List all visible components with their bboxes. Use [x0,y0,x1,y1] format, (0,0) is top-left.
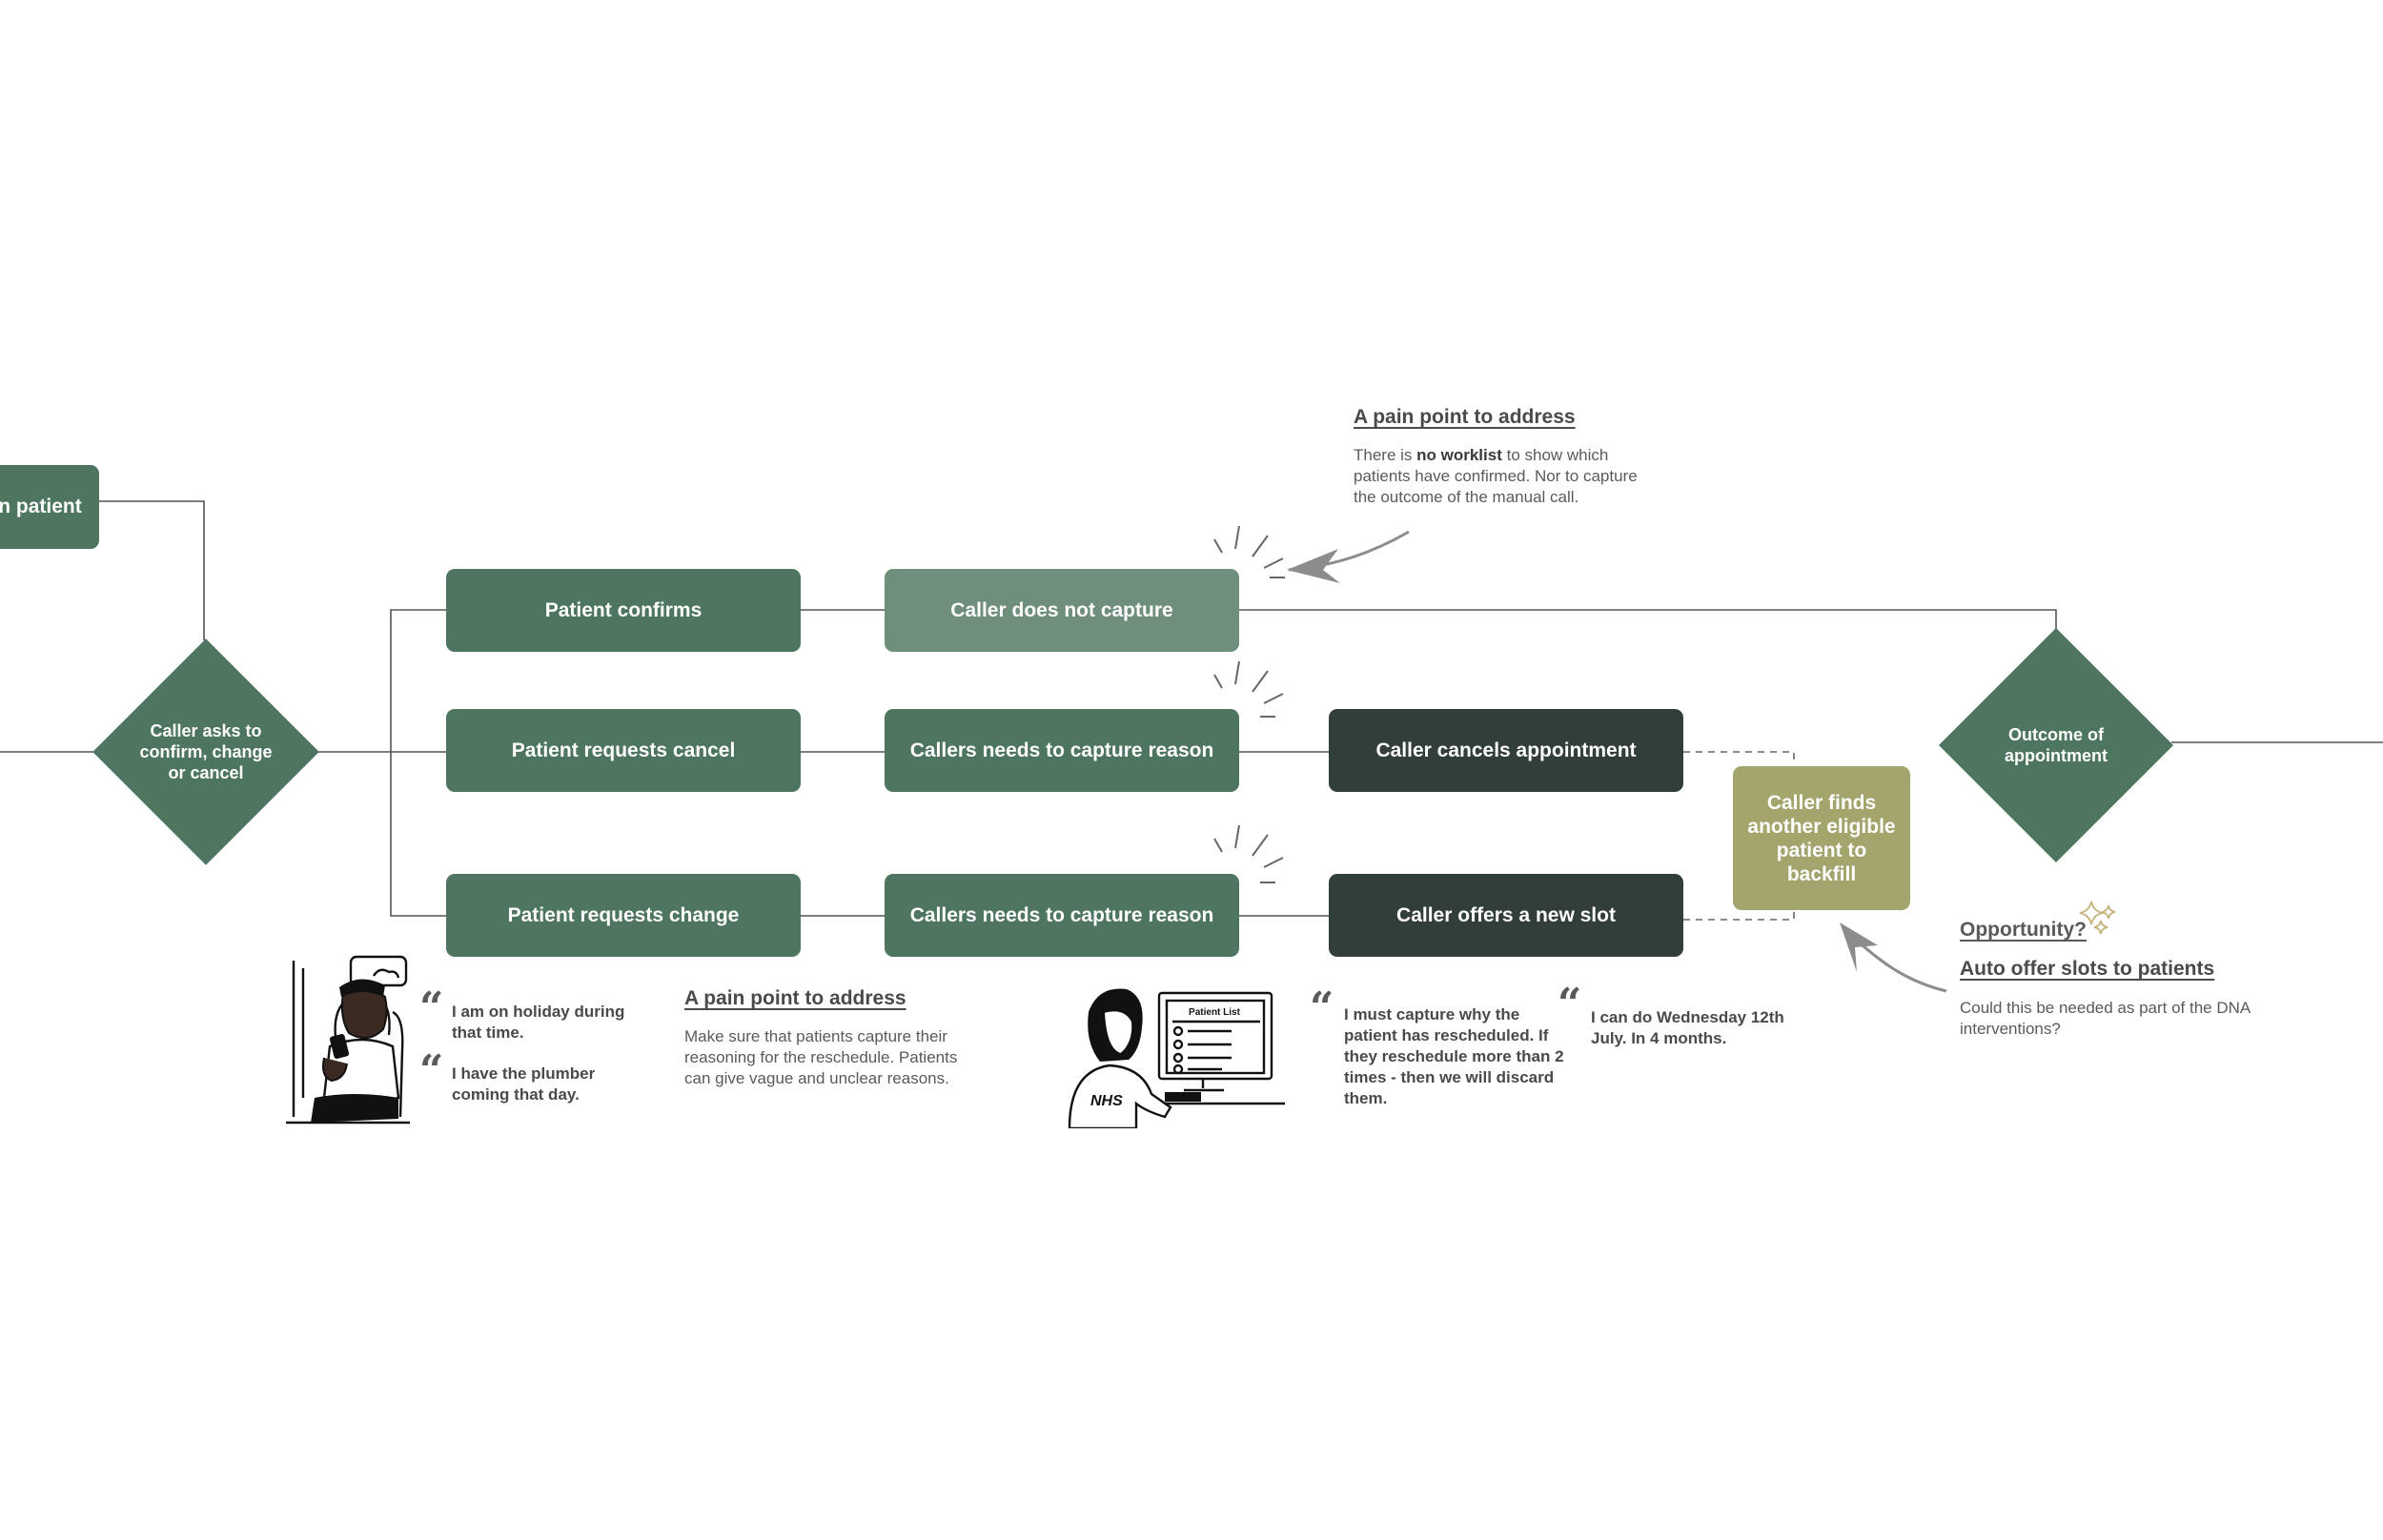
patient-requests-change-label: Patient requests change [507,903,740,926]
capture-reason-change-label: Callers needs to capture reason [909,903,1214,926]
backfill-label: Caller finds another eligible patient to… [1747,791,1896,885]
backfill-node: Caller finds another eligible patient to… [1733,766,1910,910]
opportunity-title: Auto offer slots to patients [1960,958,2215,980]
pain-point-top-title: A pain point to address [1354,406,1576,428]
screen-title: Patient List [1189,1007,1241,1018]
arrow-icon [1840,922,1947,993]
entry-patient-node: n patient [0,465,99,549]
pain-point-top-body: There is no worklist to show which patie… [1354,446,1638,506]
pain-point-bottom-title: A pain point to address [684,987,906,1009]
patient-quote-2: I have the plumber coming that day. [452,1064,596,1104]
capture-reason-cancel-label: Callers needs to capture reason [909,739,1214,761]
alert-burst-icon [1213,824,1284,883]
quote-mark-icon: “ [419,983,444,1032]
caller-offers-slot-label: Caller offers a new slot [1396,903,1616,926]
caller-cancels-node: Caller cancels appointment [1329,709,1683,792]
patient-confirms-node: Patient confirms [446,569,801,652]
caller-cancels-label: Caller cancels appointment [1375,739,1637,761]
arrow-icon [1287,530,1410,583]
caller-quote-1: I must capture why the patient has resch… [1344,1005,1564,1107]
shirt-text: NHS [1090,1093,1123,1109]
caller-does-not-capture-node: Caller does not capture [885,569,1239,652]
patient-requests-change-node: Patient requests change [446,874,801,957]
patient-quote-1: I am on holiday during that time. [452,1003,625,1042]
sparkle-icon [2079,901,2116,935]
opportunity-body: Could this be needed as part of the DNA … [1960,999,2251,1038]
caller-quote-2: I can do Wednesday 12th July. In 4 month… [1591,1008,1784,1047]
alert-burst-icon [1213,525,1285,578]
opportunity-label: Opportunity? [1960,919,2087,941]
quote-mark-icon: “ [1558,980,1582,1028]
patient-confirms-label: Patient confirms [544,598,703,621]
caller-at-computer-illustration: Patient List NHS [1060,983,1285,1130]
pain-point-bottom-body: Make sure that patients capture their re… [684,1027,958,1087]
decision-outcome-label: Outcome of appointment [2005,725,2108,765]
capture-reason-change-node: Callers needs to capture reason [885,874,1239,957]
decision-outcome: Outcome of appointment [1938,627,2174,863]
patient-requests-cancel-label: Patient requests cancel [511,739,736,761]
quote-mark-icon: “ [1310,983,1334,1032]
entry-patient-label: n patient [0,496,82,517]
alert-burst-icon [1213,660,1284,718]
decision-caller-asks-label: Caller asks to confirm, change or cancel [139,721,273,782]
caller-offers-slot-node: Caller offers a new slot [1329,874,1683,957]
patient-requests-cancel-node: Patient requests cancel [446,709,801,792]
capture-reason-cancel-node: Callers needs to capture reason [885,709,1239,792]
caller-does-not-capture-label: Caller does not capture [950,598,1173,621]
decision-caller-asks: Caller asks to confirm, change or cancel [92,638,320,866]
quote-mark-icon: “ [419,1046,444,1095]
patient-on-phone-illustration [286,955,410,1125]
